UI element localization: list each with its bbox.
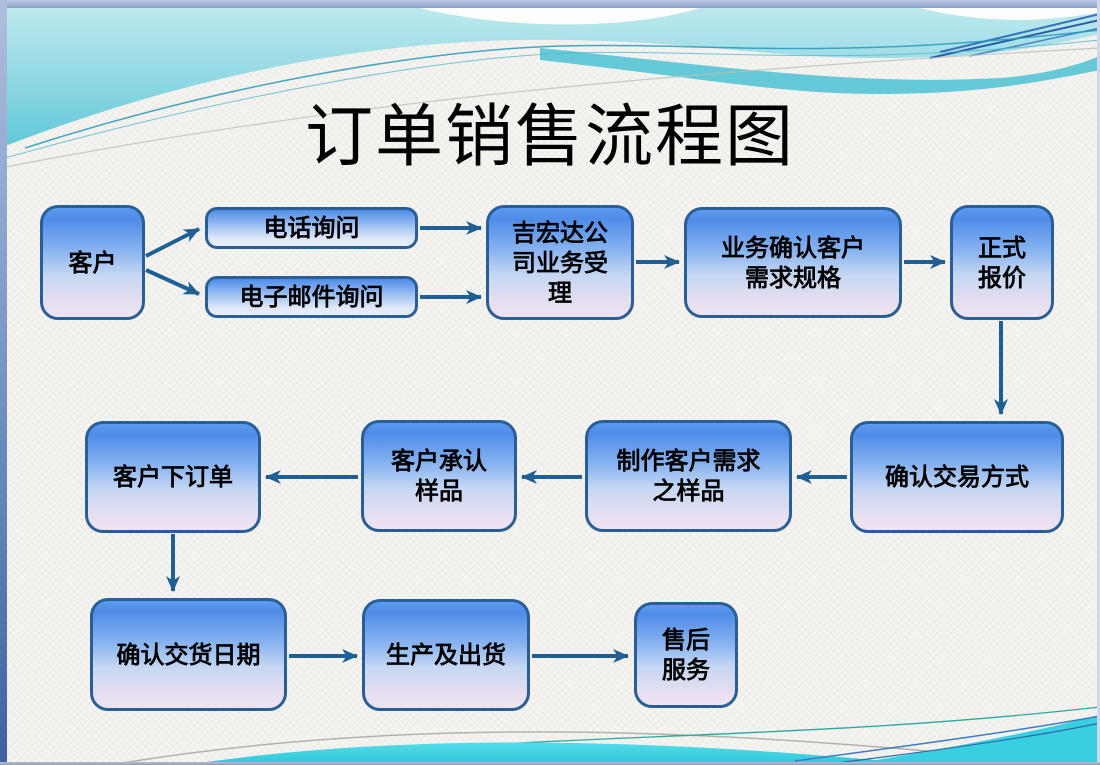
top-wave-decoration <box>0 0 1100 169</box>
arrow-customer-to-phone-inquiry <box>145 227 200 258</box>
flow-node-label: 确认交货日期 <box>116 639 261 669</box>
flow-node-confirm-delivery-date: 确认交货日期 <box>90 598 287 711</box>
flow-node-production-and-shipping: 生产及出货 <box>362 599 530 711</box>
flow-node-phone-inquiry: 电话询问 <box>205 207 418 249</box>
flow-node-label: 生产及出货 <box>386 640 506 669</box>
flow-node-make-sample: 制作客户需求之样品 <box>585 420 792 532</box>
flow-node-label: 确认交易方式 <box>885 462 1029 491</box>
flow-node-customer-places-order: 客户下订单 <box>85 421 261 533</box>
slide-left-border <box>0 0 7 765</box>
flow-node-label: 售后服务 <box>662 625 710 684</box>
flow-node-label: 电子邮件询问 <box>239 282 384 311</box>
flow-node-customer-approves-sample: 客户承认样品 <box>361 420 517 532</box>
flow-node-confirm-customer-specs: 业务确认客户需求规格 <box>684 207 902 318</box>
flow-node-confirm-trade-method: 确认交易方式 <box>850 421 1064 533</box>
slide-top-border <box>0 0 1100 8</box>
flow-node-label: 吉宏达公司业务受理 <box>512 217 608 307</box>
flow-node-label: 业务确认客户需求规格 <box>721 232 865 292</box>
arrow-customer-to-email-inquiry <box>145 268 200 296</box>
flow-node-company-acceptance: 吉宏达公司业务受理 <box>486 205 634 320</box>
flow-node-email-inquiry: 电子邮件询问 <box>205 276 418 318</box>
flow-node-label: 客户承认样品 <box>391 446 487 505</box>
flow-node-label: 正式报价 <box>978 232 1026 292</box>
slide-right-border <box>1097 0 1100 765</box>
flow-node-label: 电话询问 <box>263 213 360 242</box>
flow-node-label: 客户下订单 <box>113 462 233 491</box>
flow-node-customer: 客户 <box>40 205 145 320</box>
flow-node-after-sales-service: 售后服务 <box>634 602 738 708</box>
slide-bottom-border <box>0 762 1100 765</box>
slide-title: 订单销售流程图 <box>304 98 795 177</box>
bottom-wave-decoration <box>109 706 1100 765</box>
flow-node-label: 客户 <box>68 247 117 277</box>
flow-node-label: 制作客户需求之样品 <box>616 446 761 505</box>
flow-node-formal-quotation: 正式报价 <box>950 205 1054 320</box>
